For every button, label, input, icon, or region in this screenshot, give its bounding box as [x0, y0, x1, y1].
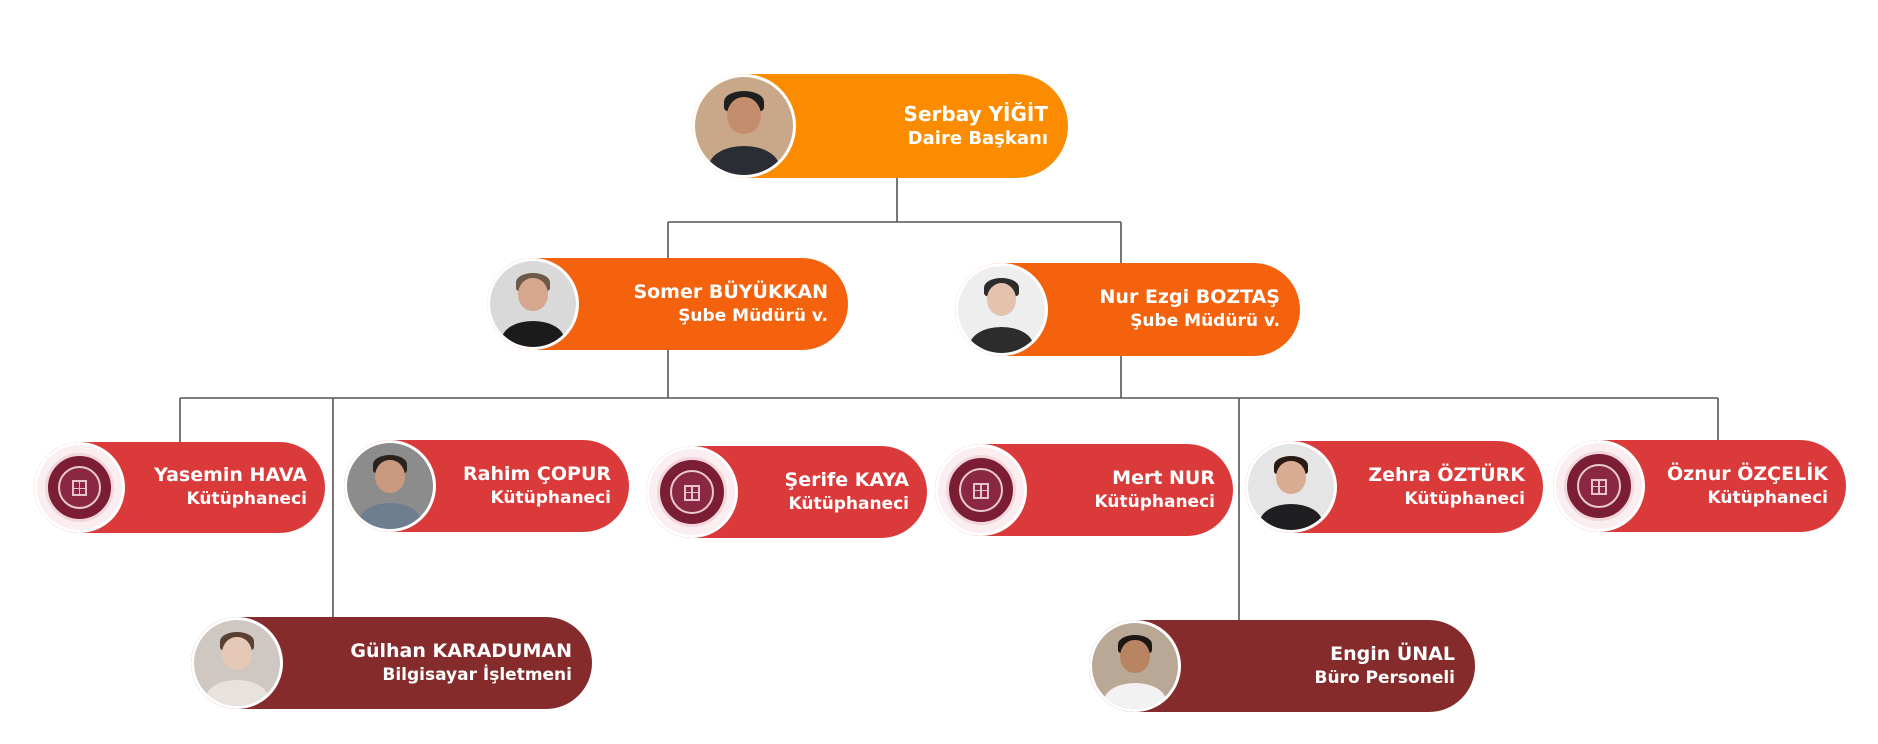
university-seal-icon	[646, 446, 738, 538]
university-seal-icon	[34, 442, 125, 533]
person-title: Büro Personeli	[1314, 667, 1456, 688]
person-title: Kütüphaneci	[1707, 487, 1829, 508]
person-name: Yasemin HAVA	[154, 464, 307, 487]
person-name: Serbay YİĞİT	[903, 101, 1048, 126]
person-name: Gülhan KARADUMAN	[350, 639, 572, 662]
profile-photo	[955, 263, 1048, 356]
person-title: Kütüphaneci	[186, 489, 308, 510]
university-seal-icon	[935, 444, 1027, 536]
person-name: Şerife KAYA	[784, 468, 909, 491]
person-title: Şube Müdürü v.	[1130, 311, 1280, 332]
person-title: Kütüphaneci	[788, 493, 910, 514]
profile-photo	[191, 617, 283, 709]
person-name: Öznur ÖZÇELİK	[1667, 462, 1828, 485]
profile-photo	[692, 74, 796, 178]
profile-photo	[1089, 620, 1181, 712]
profile-photo	[487, 258, 579, 350]
person-title: Kütüphaneci	[1404, 488, 1526, 509]
person-name: Rahim ÇOPUR	[463, 462, 611, 485]
person-title: Kütüphaneci	[490, 487, 612, 508]
person-title: Bilgisayar İşletmeni	[382, 664, 572, 685]
person-name: Engin ÜNAL	[1330, 642, 1455, 665]
person-name: Mert NUR	[1112, 466, 1215, 489]
person-name: Somer BÜYÜKKAN	[633, 280, 828, 303]
person-title: Kütüphaneci	[1094, 491, 1216, 512]
university-seal-icon	[1553, 440, 1645, 532]
person-name: Zehra ÖZTÜRK	[1368, 463, 1525, 486]
profile-photo	[1245, 441, 1337, 533]
profile-photo	[344, 440, 436, 532]
person-title: Şube Müdürü v.	[678, 305, 828, 326]
person-name: Nur Ezgi BOZTAŞ	[1099, 286, 1280, 309]
person-title: Daire Başkanı	[907, 127, 1048, 149]
